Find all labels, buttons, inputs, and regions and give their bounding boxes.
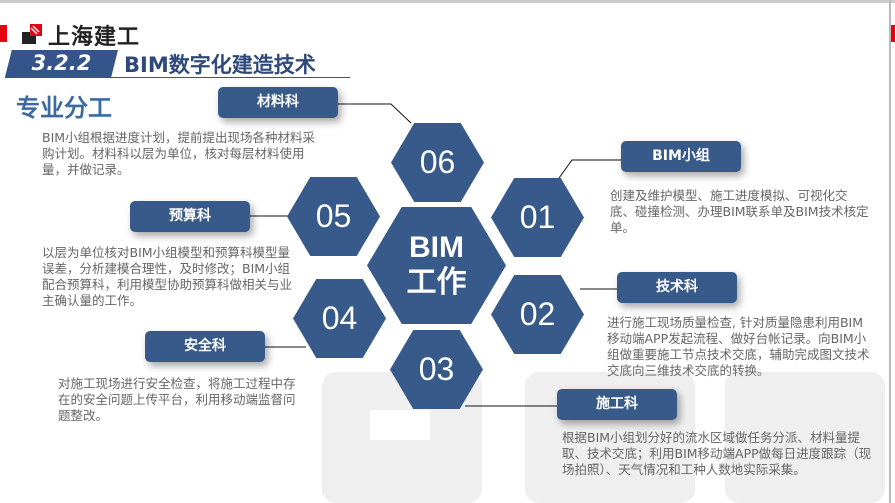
desc-construction: 根据BIM小组划分好的流水区域做任务分派、材料量提取、技术交底；利用BIM移动端… <box>562 430 872 477</box>
hex-01: 01 <box>491 178 584 257</box>
hex-05: 05 <box>287 177 380 256</box>
desc-technical: 进行施工现场质量检查, 针对质量隐患利用BIM移动端APP发起流程、做好台帐记录… <box>607 315 870 378</box>
hex-06: 06 <box>391 123 484 202</box>
label-bim-team: BIM小组 <box>621 141 741 172</box>
label-materials: 材料科 <box>218 87 338 118</box>
shanghai-construction-logo-icon <box>22 24 42 44</box>
top-border <box>0 0 895 3</box>
connector-01 <box>558 159 621 179</box>
section-title: BIM数字化建造技术 <box>124 53 316 77</box>
watermark-s-cut <box>370 410 430 440</box>
desc-materials: BIM小组根据进度计划，提前提出现场各种材料采购计划。材料科以层为单位，核对每层… <box>42 130 316 177</box>
label-technical: 技术科 <box>617 272 737 303</box>
label-construction: 施工科 <box>557 389 677 420</box>
center-line2: 工作 <box>406 265 467 299</box>
page-subtitle: 专业分工 <box>16 94 112 122</box>
red-accent-bar <box>0 25 7 42</box>
right-border <box>889 0 891 503</box>
desc-safety: 对施工现场进行安全检查，将施工过程中存在的安全问题上传平台，利用移动端监督问题整… <box>58 376 296 423</box>
brand-name: 上海建工 <box>48 25 141 50</box>
label-safety: 安全科 <box>145 331 265 362</box>
watermark-g <box>725 372 885 503</box>
connector-06 <box>336 103 412 124</box>
desc-budget: 以层为单位核对BIM小组模型和预算科模型量误差，分析建模合理性，及时修改；BIM… <box>42 245 293 308</box>
title-underline <box>5 77 350 78</box>
label-budget: 预算科 <box>130 201 250 232</box>
section-number: 3.2.2 <box>5 50 118 77</box>
red-accent-bar-right <box>891 25 895 42</box>
desc-bim-team: 创建及维护模型、施工进度模拟、可视化交底、碰撞检测、办理BIM联系单及BIM技术… <box>610 188 869 235</box>
center-line1: BIM <box>409 231 464 264</box>
